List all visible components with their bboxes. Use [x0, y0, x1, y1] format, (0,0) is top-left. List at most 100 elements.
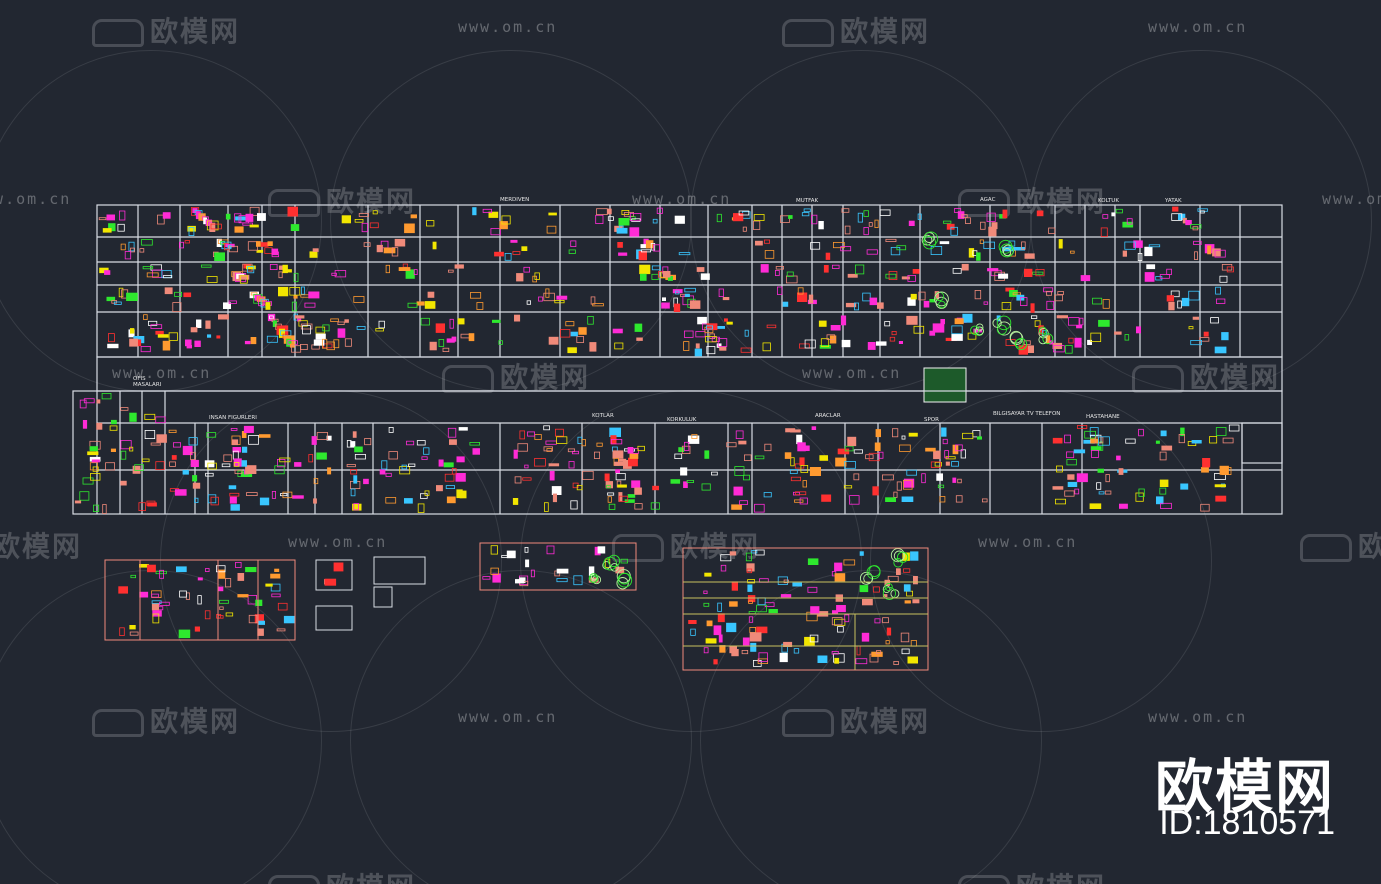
cad-block-symbol [933, 450, 941, 460]
cad-block-symbol [376, 244, 383, 253]
cad-block-symbol [750, 642, 757, 652]
cad-block-symbol [249, 224, 259, 228]
cad-block-symbol [169, 461, 176, 467]
cad-block-symbol [372, 210, 378, 215]
cad-block-symbol [716, 213, 722, 223]
cad-block-symbol [188, 226, 195, 236]
cad-block-symbol [152, 613, 160, 624]
cad-block-symbol [1122, 250, 1127, 257]
cad-block-symbol [1087, 339, 1092, 345]
cad-block-symbol [777, 286, 783, 295]
cad-block-symbol [810, 606, 820, 615]
cad-block-symbol [974, 289, 982, 300]
cad-block-symbol [1226, 266, 1234, 273]
cad-block-symbol [1048, 227, 1056, 234]
cad-block-symbol [746, 563, 755, 572]
cad-block-symbol [731, 581, 738, 591]
cad-block-symbol [216, 614, 222, 619]
tree-symbol [922, 236, 937, 250]
cad-block-symbol [764, 443, 772, 452]
cad-block-symbol [921, 473, 926, 484]
cad-block-symbol [755, 549, 765, 556]
watermark-logo: 欧模网 [782, 10, 930, 50]
label-kotlar: KOTLAR [592, 413, 614, 419]
cad-block-symbol [146, 564, 156, 573]
cad-block-symbol [79, 491, 90, 501]
model-id: ID:1810571 [1159, 804, 1335, 842]
cad-block-symbol [159, 569, 165, 579]
watermark-url: www.om.cn [802, 364, 902, 382]
cad-block-symbol [594, 451, 601, 459]
label-merdiven: MERDIVEN [500, 197, 530, 203]
cad-block-symbol [204, 610, 211, 620]
tree-symbol [1003, 248, 1012, 257]
cad-block-symbol [312, 248, 319, 252]
cad-block-symbol [716, 343, 722, 348]
cad-block-symbol [703, 647, 709, 654]
cad-block-symbol [901, 648, 910, 655]
cad-block-symbol [220, 240, 225, 246]
cad-block-symbol [607, 496, 612, 503]
cad-block-symbol [352, 431, 357, 438]
cad-block-symbol [803, 208, 811, 213]
cad-block-symbol [1073, 449, 1086, 454]
cad-block-symbol [239, 275, 248, 284]
cad-block-symbol [1056, 465, 1063, 473]
cad-block-symbol [225, 612, 234, 617]
sofa-logo-icon [268, 875, 320, 884]
cad-block-symbol [1190, 224, 1202, 229]
cad-block-symbol [337, 321, 345, 325]
cad-block-symbol [849, 495, 860, 505]
cad-block-symbol [235, 562, 242, 568]
cad-block-symbol [222, 302, 231, 309]
cad-block-symbol [197, 595, 202, 605]
cad-block-symbol [1159, 274, 1170, 279]
cad-block-symbol [91, 459, 100, 463]
cad-block-symbol [581, 439, 586, 447]
cad-block-symbol [1052, 437, 1063, 444]
label-mutfak: MUTFAK [796, 198, 819, 204]
watermark-logo: 欧模网 [92, 10, 240, 50]
cad-block-symbol [255, 599, 263, 606]
cad-block-symbol [458, 427, 468, 431]
cad-block-symbol [701, 483, 711, 491]
cad-block-symbol [1066, 451, 1075, 459]
cad-block-symbol [855, 658, 868, 665]
cad-block-symbol [792, 582, 802, 587]
cad-block-symbol [1133, 240, 1143, 248]
tree-symbol [999, 243, 1014, 258]
brand-name: 欧模网 [1154, 753, 1335, 821]
cad-block-symbol [543, 446, 553, 452]
sofa-logo-icon [782, 709, 834, 737]
cad-block-symbol [283, 615, 295, 624]
cad-block-symbol [874, 219, 879, 229]
watermark-url: www.om.cn [288, 533, 388, 551]
cad-block-symbol [107, 343, 119, 349]
cad-block-symbol [350, 469, 358, 475]
cad-block-symbol [744, 454, 752, 461]
cad-block-symbol [83, 398, 95, 404]
cad-block-symbol [534, 434, 542, 440]
cad-block-symbol [178, 629, 191, 639]
cad-block-symbol [1111, 212, 1116, 217]
cad-block-symbol [229, 496, 237, 504]
cad-block-symbol [733, 213, 744, 222]
watermark-url: www.om.cn [1322, 190, 1381, 208]
cad-block-symbol [859, 585, 869, 593]
cad-block-symbol [704, 450, 710, 459]
cad-block-symbol [817, 655, 828, 664]
cad-block-symbol [1192, 316, 1199, 320]
cad-block-symbol [245, 213, 254, 222]
cad-block-symbol [808, 294, 814, 304]
cad-block-symbol [110, 448, 117, 452]
cad-block-symbol [543, 425, 550, 431]
cad-block-symbol [141, 458, 150, 463]
tree-symbol [890, 548, 905, 563]
cad-block-symbol [1002, 246, 1014, 252]
lower-block-set [104, 542, 929, 671]
cad-block-symbol [748, 616, 754, 623]
cad-block-symbol [720, 564, 727, 572]
cad-block-symbol [1064, 490, 1075, 497]
